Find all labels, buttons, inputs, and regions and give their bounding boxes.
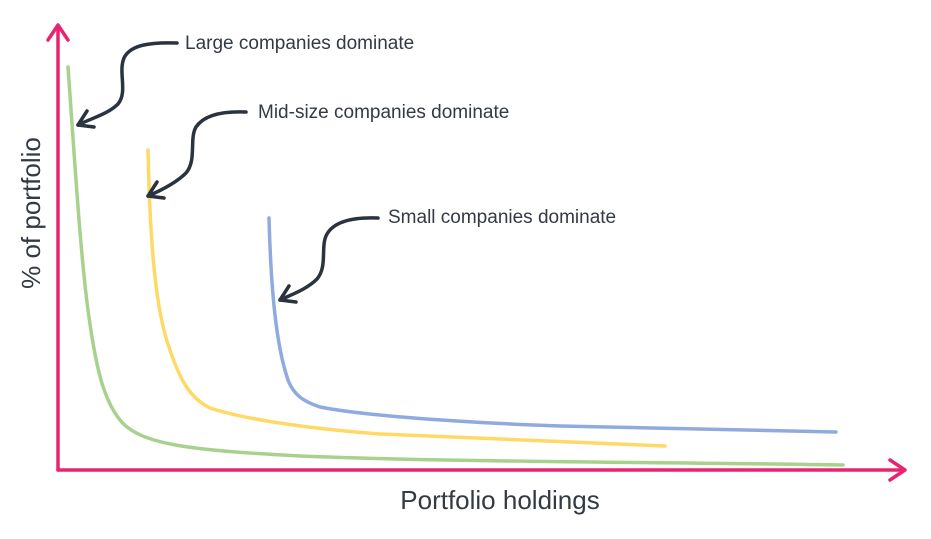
curves [66,65,845,467]
axes [46,23,907,482]
arrow-mid-head [146,180,166,200]
arrow-small [278,216,380,302]
annotation-small: Small companies dominate [388,207,616,228]
curve-mid-size-companies [146,148,667,448]
arrow-large-head [76,109,96,129]
annotation-arrows [76,41,380,304]
arrow-small-head [278,284,298,304]
annotation-mid: Mid-size companies dominate [258,102,509,123]
annotation-large: Large companies dominate [185,33,414,54]
x-axis-label: Portfolio holdings [400,485,599,515]
curve-small-companies [267,216,838,434]
curve-large-companies [66,65,845,467]
arrow-large [76,41,179,127]
y-axis-arrowhead [46,23,70,42]
x-axis-arrowhead [888,458,907,482]
annotations: Large companies dominate Mid-size compan… [185,33,616,228]
arrow-mid [146,110,248,198]
y-axis-label: % of portfolio [16,137,46,289]
